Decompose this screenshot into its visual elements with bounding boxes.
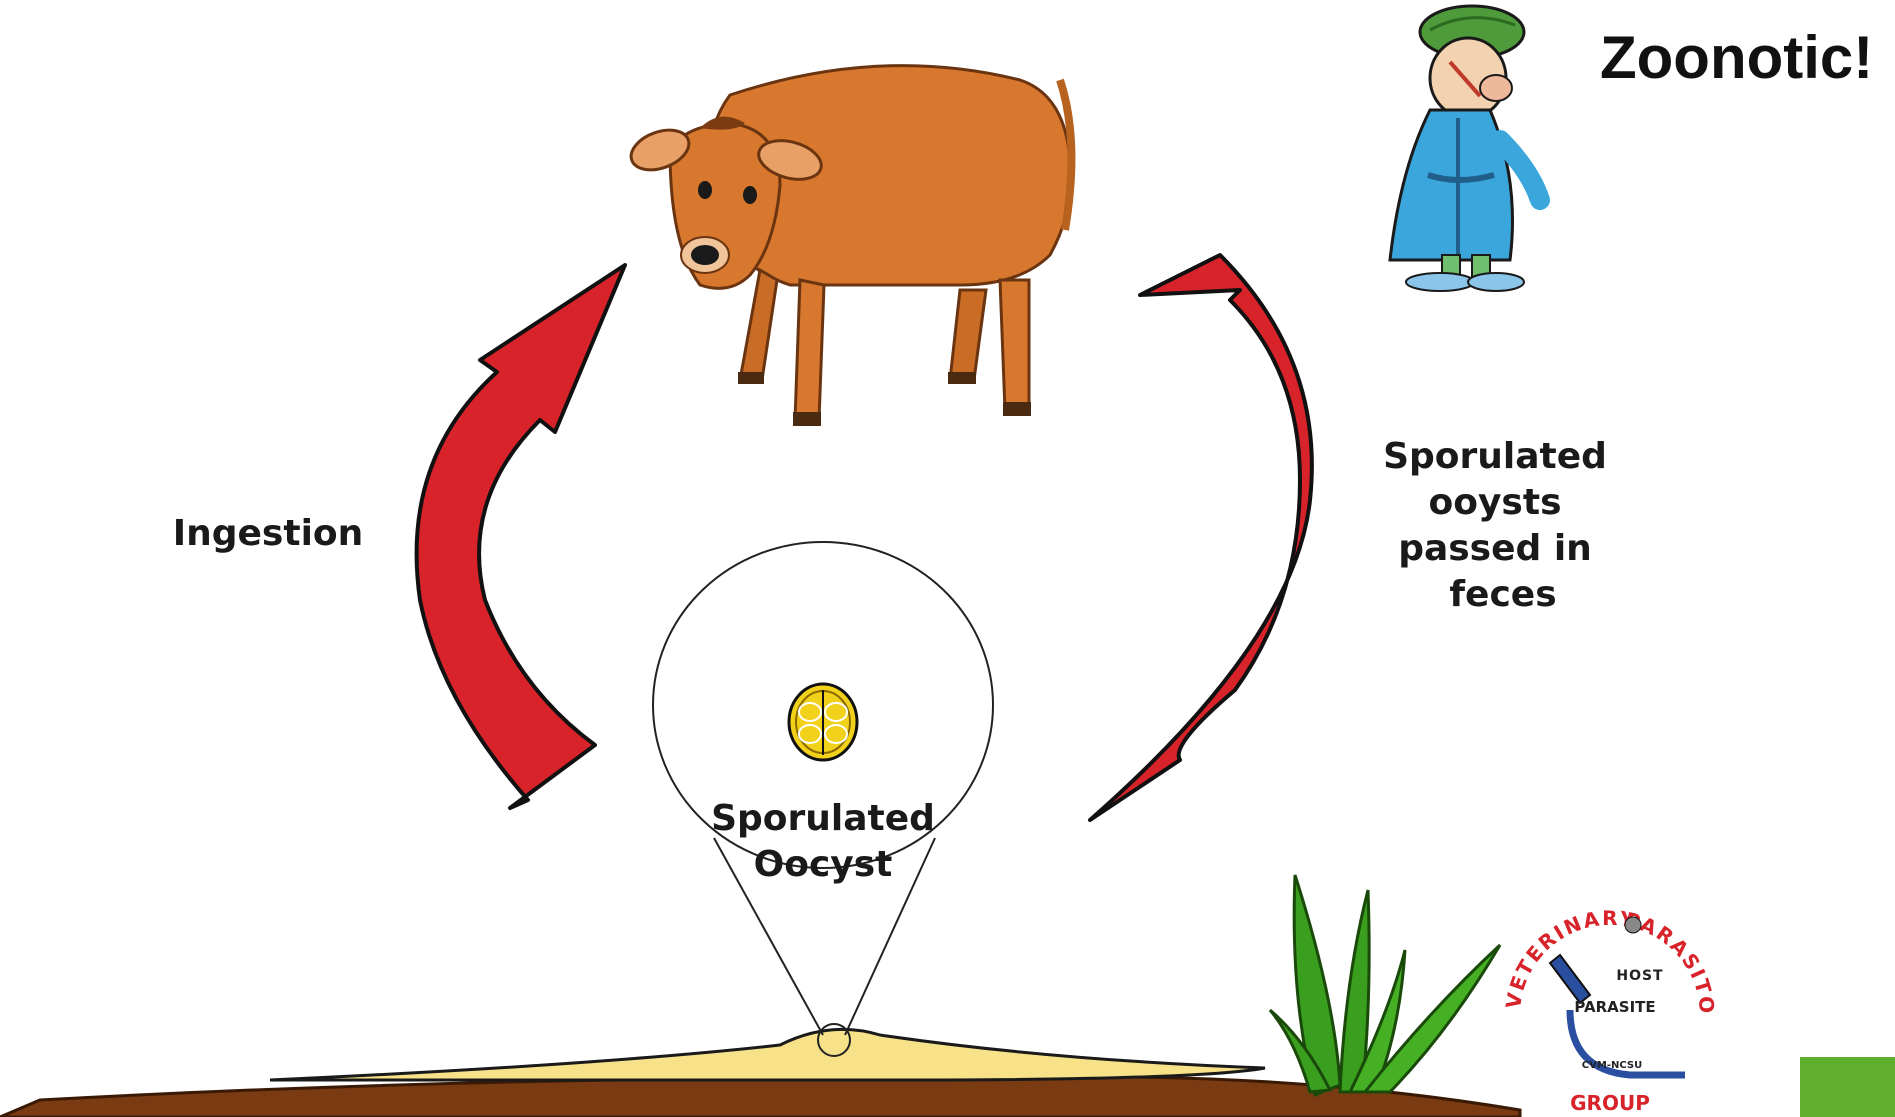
oocyst-line-2: Oocyst <box>754 844 893 885</box>
calf-illustration <box>626 66 1072 426</box>
grass-illustration <box>1270 875 1500 1095</box>
shedding-arrow <box>1090 255 1312 820</box>
passed-label: Sporulated ooysts passed in feces <box>1383 436 1607 615</box>
logo-center-small: CVM-NCSU <box>1582 1060 1642 1071</box>
passed-line-4: feces <box>1449 574 1556 615</box>
logo-vertical-word: HOST <box>1616 968 1663 984</box>
logo-center-word: PARASITE <box>1574 998 1655 1016</box>
oocyst-line-1: Sporulated <box>711 798 935 839</box>
logo-ring-bottom: GROUP <box>1570 1091 1650 1115</box>
feces-pile <box>270 1029 1265 1080</box>
oocyst-icon <box>789 684 857 760</box>
ingestion-arrow <box>417 265 625 808</box>
sick-person-illustration <box>1390 6 1540 291</box>
zoonotic-title: Zoonotic! <box>1600 24 1873 91</box>
ingestion-label: Ingestion <box>173 513 364 554</box>
ground <box>0 1077 1520 1117</box>
passed-line-2: ooysts <box>1429 482 1562 523</box>
corner-accent <box>1800 1057 1895 1117</box>
passed-line-3: passed in <box>1398 528 1592 569</box>
passed-line-1: Sporulated <box>1383 436 1607 477</box>
